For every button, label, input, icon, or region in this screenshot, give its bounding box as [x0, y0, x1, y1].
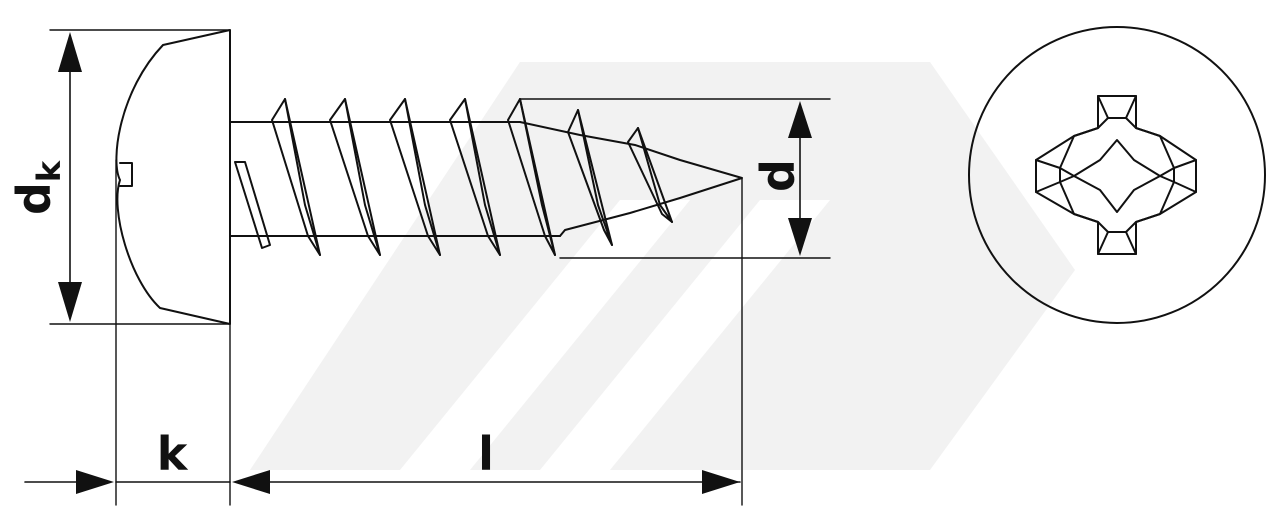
arrow-dk-bottom: [58, 282, 82, 322]
label-head-height: k: [157, 427, 189, 481]
phillips-cross-recess-icon: [1035, 95, 1197, 255]
label-head-diameter-main: d: [7, 182, 61, 215]
label-head-diameter: dk: [7, 160, 68, 215]
head-slot: [119, 162, 133, 187]
screw-head: [115, 29, 231, 325]
arrow-l-left: [232, 470, 270, 494]
watermark-stripes: [400, 200, 830, 470]
watermark-logo: [250, 62, 1075, 470]
label-thread-diameter: d: [751, 159, 805, 192]
label-length: l: [478, 427, 494, 481]
label-head-diameter-sub: k: [30, 160, 68, 182]
arrow-k-left: [76, 470, 114, 494]
dimension-arrows: [58, 32, 812, 494]
arrow-d-bottom: [788, 218, 812, 256]
arrow-d-top: [788, 101, 812, 138]
arrow-l-right: [702, 470, 740, 494]
screw-threads: [234, 98, 673, 256]
head-top-view: [968, 26, 1266, 324]
extension-lines: [49, 29, 831, 506]
arrow-dk-top: [58, 32, 82, 72]
